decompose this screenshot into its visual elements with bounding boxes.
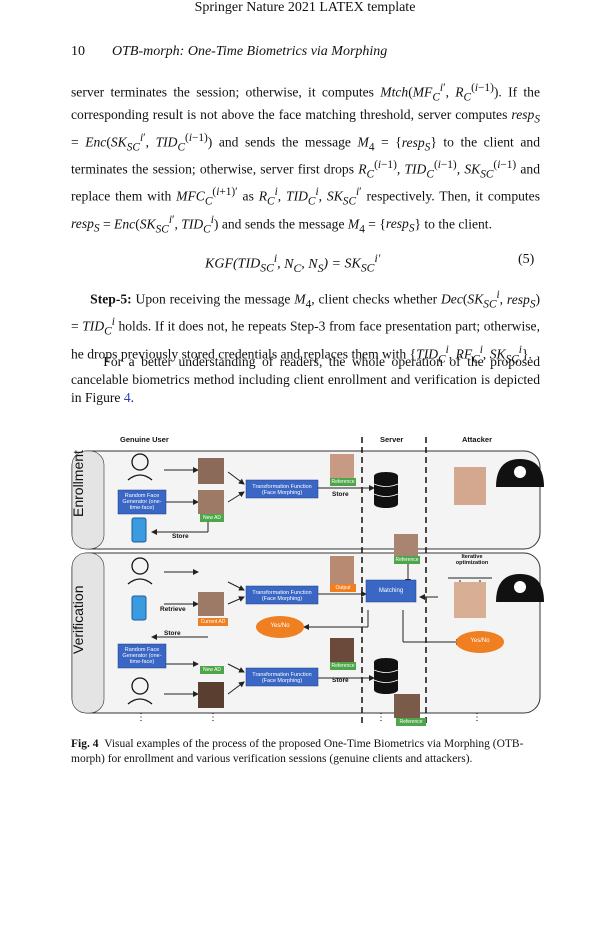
current-ad-label: Current AD xyxy=(200,618,226,625)
row-enrollment: Enrollment xyxy=(70,450,86,517)
tf-box-2: Transformation Function (Face Morphing) xyxy=(252,590,312,602)
output-label: Output xyxy=(335,584,351,591)
paragraph-1: server terminates the session; otherwise… xyxy=(71,82,541,235)
col-server: Server xyxy=(380,435,404,444)
reference-label-2: Reference xyxy=(395,556,419,563)
step5-paragraph: Step-5: Upon receiving the message M4, c… xyxy=(71,289,541,365)
new-ad-label-1: New AD xyxy=(202,514,222,521)
reference-label-3: Reference xyxy=(331,662,355,669)
col-genuine: Genuine User xyxy=(120,435,169,444)
rfg-box-1: Random Face Generator (one-time-face) xyxy=(122,493,162,511)
rfg-box-2: Random Face Generator (one-time-face) xyxy=(122,647,162,665)
dots-3: ⋮ xyxy=(376,712,386,723)
yesno-1: Yes/No xyxy=(270,623,290,629)
store-1: Store xyxy=(332,491,349,498)
tf-box-1: Transformation Function (Face Morphing) xyxy=(252,484,312,496)
iterative-label: Iterative optimization xyxy=(455,554,489,566)
store-4: Store xyxy=(332,677,349,684)
paragraph-3: For a better understanding of readers, t… xyxy=(71,354,540,405)
yesno-2: Yes/No xyxy=(470,638,490,644)
dots-4: ⋮ xyxy=(472,712,482,723)
col-attacker: Attacker xyxy=(462,435,493,444)
tf-box-3: Transformation Function (Face Morphing) xyxy=(252,672,312,684)
store-2: Store xyxy=(172,533,189,540)
equation-number: (5) xyxy=(518,252,535,267)
reference-label-4: Reference xyxy=(399,718,423,725)
figure-4: Genuine User Server Attacker Enrollment … xyxy=(68,432,544,732)
matching-box: Matching xyxy=(378,588,404,594)
running-title: OTB-morph: One-Time Biometrics via Morph… xyxy=(112,44,388,59)
caption-text: Visual examples of the process of the pr… xyxy=(71,738,524,765)
page-header: Springer Nature 2021 LATEX template xyxy=(194,0,416,15)
reference-label-1: Reference xyxy=(331,478,355,485)
hacker-icon xyxy=(496,459,544,602)
dots-2: ⋮ xyxy=(208,712,218,723)
retrieve-label: Retrieve xyxy=(160,606,186,613)
page-number: 10 xyxy=(71,44,85,59)
equation-5: KGF(TIDSCi, NC, NS) = SKSCi′ xyxy=(205,252,381,275)
figure-caption: Fig. 4 Visual examples of the process of… xyxy=(71,737,540,767)
person-icon xyxy=(127,453,153,705)
new-ad-label-2: New AD xyxy=(202,666,222,673)
dots-1: ⋮ xyxy=(136,712,146,723)
store-3: Store xyxy=(164,630,181,637)
row-verification: Verification xyxy=(70,585,86,654)
caption-label: Fig. 4 xyxy=(71,738,99,750)
